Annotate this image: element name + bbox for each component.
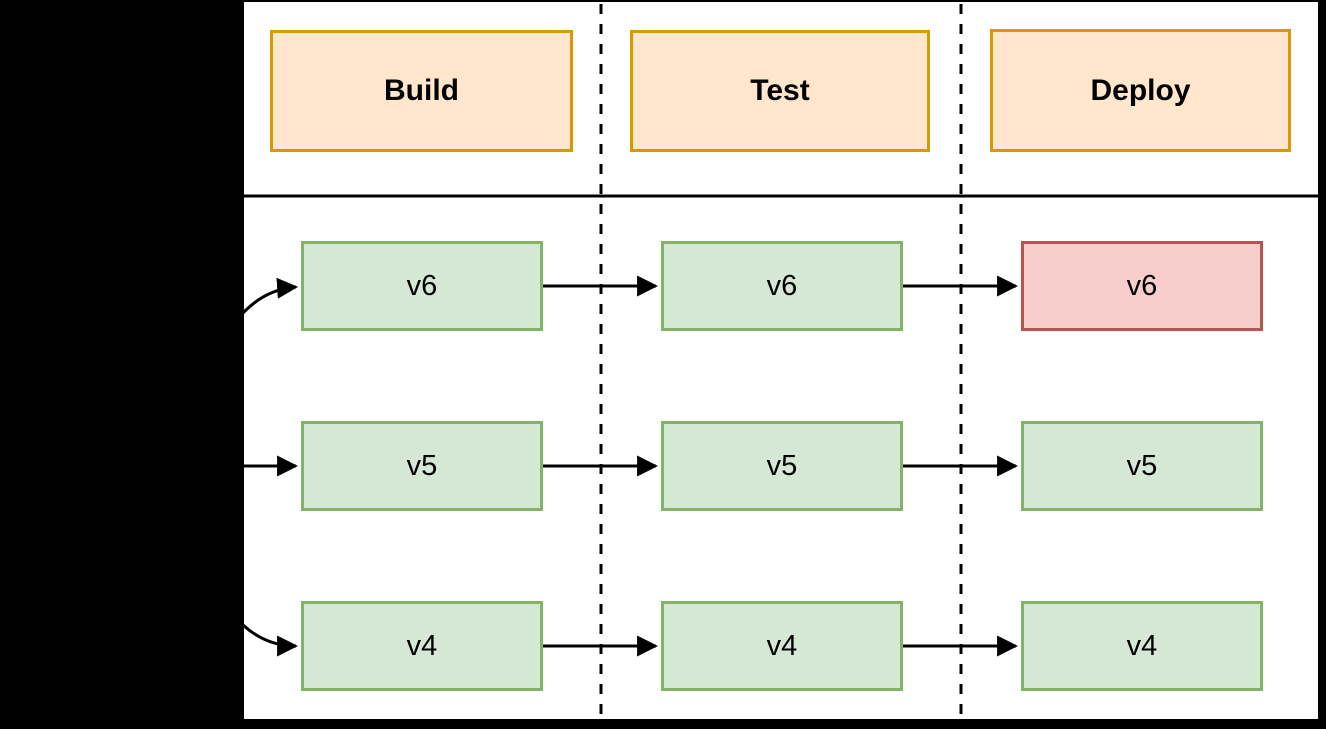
version-label: v6	[1126, 269, 1158, 302]
version-label: v6	[766, 269, 798, 302]
version-label: v4	[406, 629, 438, 662]
stage-label: Deploy	[1090, 73, 1191, 107]
stage-header-build: Build	[270, 30, 573, 152]
version-box-test-v5: v5	[661, 421, 903, 511]
version-box-test-v6: v6	[661, 241, 903, 331]
version-box-build-v5: v5	[301, 421, 543, 511]
version-label: v4	[766, 629, 798, 662]
version-label: v5	[1126, 449, 1158, 482]
version-label: v5	[406, 449, 438, 482]
version-box-build-v4: v4	[301, 601, 543, 691]
version-label: v5	[766, 449, 798, 482]
version-box-deploy-v5: v5	[1021, 421, 1263, 511]
version-box-deploy-v6-failed: v6	[1021, 241, 1263, 331]
version-box-test-v4: v4	[661, 601, 903, 691]
version-label: v6	[406, 269, 438, 302]
stage-header-test: Test	[630, 30, 930, 152]
stage-label: Test	[750, 74, 810, 107]
version-box-build-v6: v6	[301, 241, 543, 331]
version-label: v4	[1126, 629, 1158, 662]
version-box-deploy-v4: v4	[1021, 601, 1263, 691]
stage-label: Build	[384, 74, 459, 107]
stage-header-deploy: Deploy	[990, 29, 1291, 152]
